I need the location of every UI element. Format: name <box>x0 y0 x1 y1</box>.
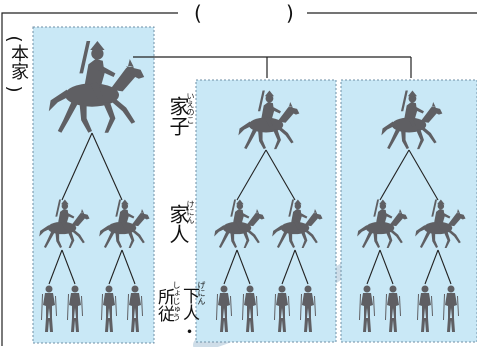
level-ienoko-term: 家子 <box>166 96 190 136</box>
branch-connector-line <box>133 56 412 78</box>
title-close-paren: ) <box>286 1 294 25</box>
hierarchy-line <box>236 149 267 201</box>
title-bracket-left-line <box>1 12 178 346</box>
hierarchy-line <box>424 249 439 285</box>
main-family-open-paren: ( <box>3 35 25 43</box>
hierarchy-line <box>379 149 410 201</box>
level-kenin-reading: けにん <box>186 200 195 224</box>
hierarchy-line <box>408 149 439 201</box>
hierarchy-line <box>379 249 394 285</box>
level-genin-reading: げにん <box>197 281 206 305</box>
main-family-label: 本家 <box>8 44 29 80</box>
hierarchy-line <box>281 249 296 285</box>
hierarchy-line <box>366 249 381 285</box>
level-shoju-reading: しょじゅう <box>172 281 181 321</box>
hierarchy-line <box>121 249 136 285</box>
hierarchy-line <box>61 132 93 201</box>
hierarchy-line <box>437 249 452 285</box>
hierarchy-line <box>294 249 309 285</box>
level-shoju-term: 所従 <box>154 288 174 322</box>
hierarchy-line <box>108 249 123 285</box>
main-family-close-paren: ) <box>3 85 25 93</box>
hierarchy-line <box>48 249 63 285</box>
level-kenin-term: 家人 <box>166 204 190 244</box>
level-separator-dot: ・ <box>181 323 198 343</box>
hierarchy-line <box>223 249 238 285</box>
title-open-paren: ( <box>194 1 202 25</box>
hierarchy-line <box>91 132 123 201</box>
level-genin-term: 下人 <box>179 287 199 321</box>
hierarchy-lines <box>48 132 452 285</box>
hierarchy-line <box>61 249 76 285</box>
hierarchy-line <box>236 249 251 285</box>
level-ienoko-reading: いえのこ <box>186 92 195 124</box>
hierarchy-line <box>265 149 296 201</box>
